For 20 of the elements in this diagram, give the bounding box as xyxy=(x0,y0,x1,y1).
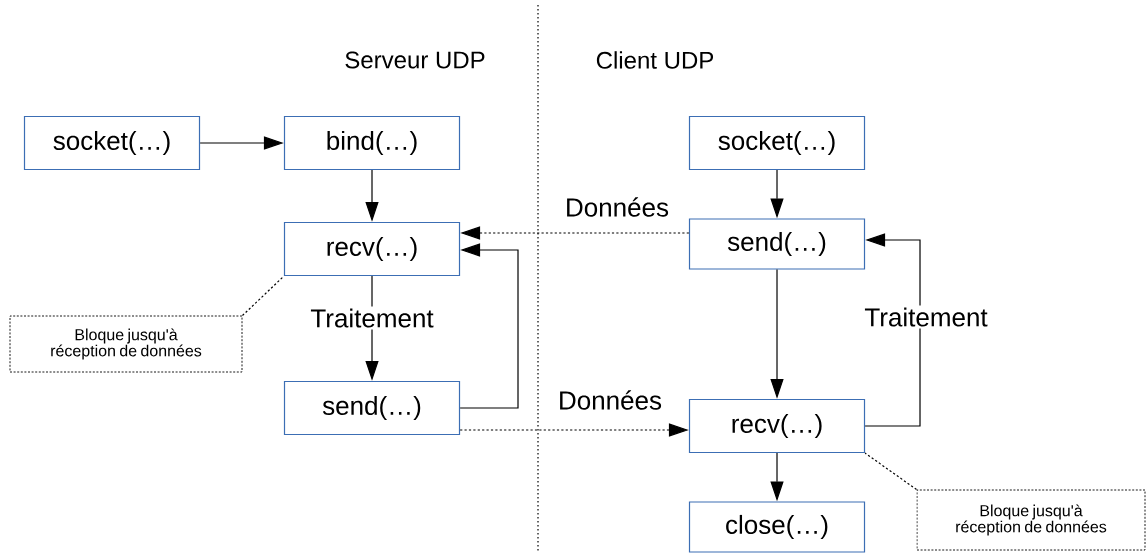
function-box: socket(…) xyxy=(688,115,866,171)
edge-label: Traitement xyxy=(862,305,990,329)
column-title: Client UDP xyxy=(596,51,714,69)
column-title: Serveur UDP xyxy=(345,51,485,69)
function-box: send(…) xyxy=(283,380,461,436)
edge-label: Données xyxy=(555,388,665,412)
arrow xyxy=(459,243,519,409)
function-box: close(…) xyxy=(688,501,866,553)
leader-line xyxy=(864,452,918,491)
function-box: socket(…) xyxy=(23,115,201,171)
arrow xyxy=(864,233,921,427)
note-box: Bloque jusqu'à réception de données xyxy=(9,315,243,373)
function-box: recv(…) xyxy=(688,398,866,454)
edge-label: Traitement xyxy=(308,306,436,330)
leader-line xyxy=(241,275,285,317)
function-box: send(…) xyxy=(688,218,866,270)
function-box: recv(…) xyxy=(283,221,461,277)
note-box: Bloque jusqu'à réception de données xyxy=(916,489,1146,551)
function-box: bind(…) xyxy=(283,115,461,171)
edge-label: Données xyxy=(562,195,672,219)
